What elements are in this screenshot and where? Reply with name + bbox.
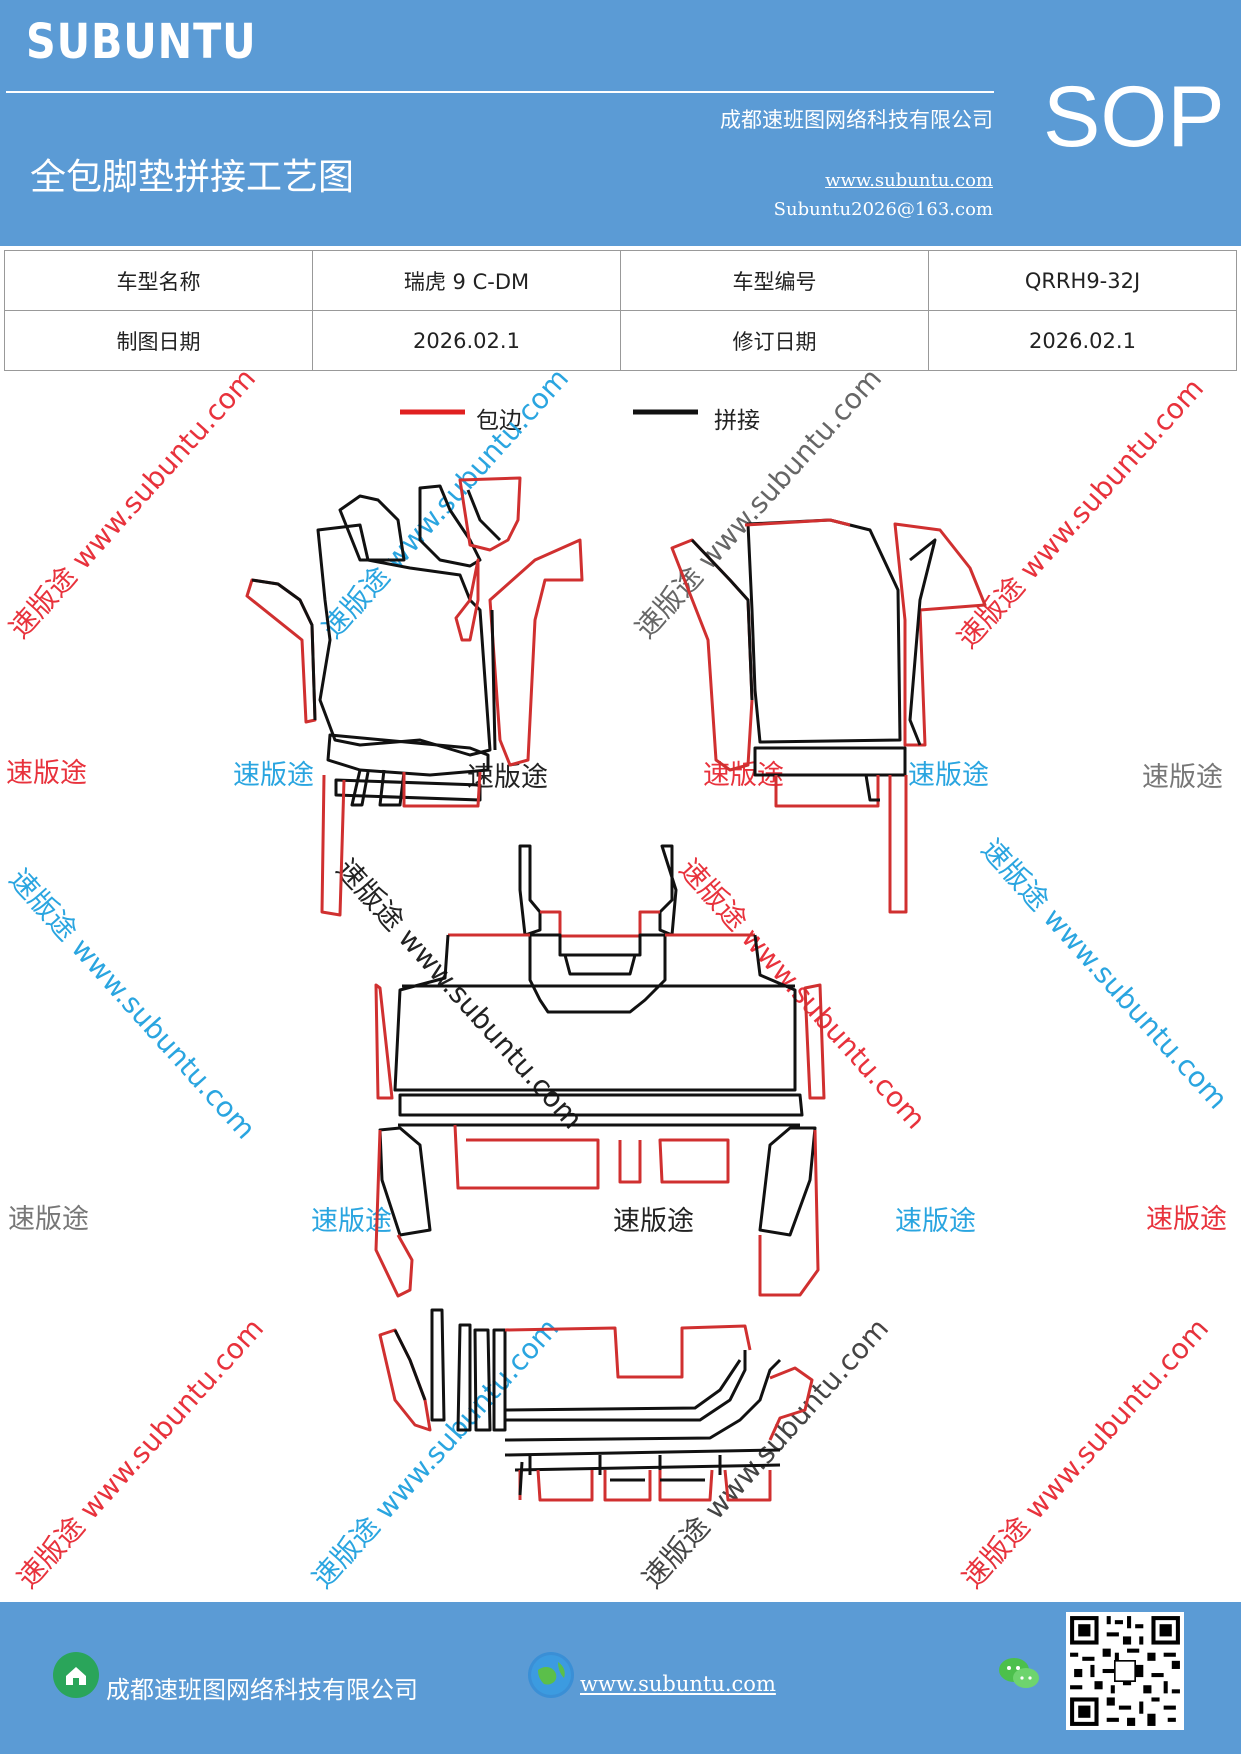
watermark-text: 速版途 xyxy=(908,760,989,791)
watermark-diagonal: 速版途 www.subuntu.com xyxy=(951,372,1210,655)
wechat-icon[interactable] xyxy=(996,1654,1042,1694)
rear-mat-group xyxy=(374,844,826,1298)
watermark-text: 速版途 xyxy=(1146,1204,1227,1235)
qr-code xyxy=(1066,1612,1184,1730)
legend: 包边 拼接 xyxy=(400,408,760,434)
table-row: 制图日期 2026.02.1 修订日期 2026.02.1 xyxy=(4,310,1237,371)
passenger-mat-group xyxy=(670,518,987,914)
sop-label: SOP xyxy=(1043,69,1225,165)
table-row: 车型名称 瑞虎 9 C-DM 车型编号 QRRH9-32J xyxy=(4,250,1237,311)
label-model-code: 车型编号 xyxy=(620,250,929,311)
third-row-group xyxy=(378,1308,814,1502)
watermark-text: 速版途 xyxy=(613,1206,694,1237)
watermark-diagonal: 速版途 www.subuntu.com xyxy=(3,372,262,645)
header-banner: SUBUNTU 全包脚垫拼接工艺图 成都速班图网络科技有限公司 www.subu… xyxy=(0,0,1241,246)
watermark-text: 速版途 xyxy=(8,1204,89,1235)
driver-mat-group xyxy=(245,476,584,917)
watermark-diagonal: 速版途 www.subuntu.com xyxy=(673,853,932,1136)
email-address: Subuntu2026@163.com xyxy=(773,199,993,220)
watermark-diagonal: 速版途 www.subuntu.com xyxy=(956,1312,1215,1595)
watermark-diagonal: 速版途 www.subuntu.com xyxy=(3,863,262,1146)
footer-website-link[interactable]: www.subuntu.com xyxy=(580,1672,776,1696)
value-model-code: QRRH9-32J xyxy=(928,250,1237,311)
legend-label-seam: 拼接 xyxy=(714,408,760,434)
brand-logo-text: SUBUNTU xyxy=(26,14,257,70)
watermark-layer: 速版途 www.subuntu.com 速版途 www.subuntu.com … xyxy=(3,372,1234,1595)
page-title: 全包脚垫拼接工艺图 xyxy=(30,157,355,198)
watermark-diagonal: 速版途 www.subuntu.com xyxy=(330,853,589,1136)
watermark-text: 速版途 xyxy=(233,760,314,791)
company-name: 成都速班图网络科技有限公司 xyxy=(720,108,993,132)
globe-icon xyxy=(528,1652,574,1698)
footer-company: 成都速班图网络科技有限公司 xyxy=(106,1676,418,1704)
footer-banner: 成都速班图网络科技有限公司 www.subuntu.com xyxy=(0,1602,1241,1754)
label-draw-date: 制图日期 xyxy=(4,310,313,371)
watermark-text: 速版途 xyxy=(895,1206,976,1237)
watermark-text: 速版途 xyxy=(6,758,87,789)
header-divider xyxy=(6,91,994,93)
legend-label-edge: 包边 xyxy=(476,408,522,434)
floor-mat-diagram: 包边 拼接 速版途 www.subuntu.com 速版途 www.subunt… xyxy=(3,372,1234,1595)
label-model-name: 车型名称 xyxy=(4,250,313,311)
watermark-text: 速版途 xyxy=(1142,762,1223,793)
website-link[interactable]: www.subuntu.com xyxy=(825,170,993,191)
label-revise-date: 修订日期 xyxy=(620,310,929,371)
watermark-row: 速版途 速版途 速版途 速版途 速版途 速版途 速版途 速版途 速版途 速版途 … xyxy=(6,758,1227,1237)
home-icon xyxy=(53,1652,99,1698)
watermark-diagonal: 速版途 www.subuntu.com xyxy=(11,1312,270,1595)
value-draw-date: 2026.02.1 xyxy=(312,310,621,371)
watermark-diagonal: 速版途 www.subuntu.com xyxy=(975,833,1234,1116)
value-model-name: 瑞虎 9 C-DM xyxy=(312,250,621,311)
vehicle-info-table: 车型名称 瑞虎 9 C-DM 车型编号 QRRH9-32J 制图日期 2026.… xyxy=(4,250,1237,371)
watermark-text: 速版途 xyxy=(311,1206,392,1237)
value-revise-date: 2026.02.1 xyxy=(928,310,1237,371)
